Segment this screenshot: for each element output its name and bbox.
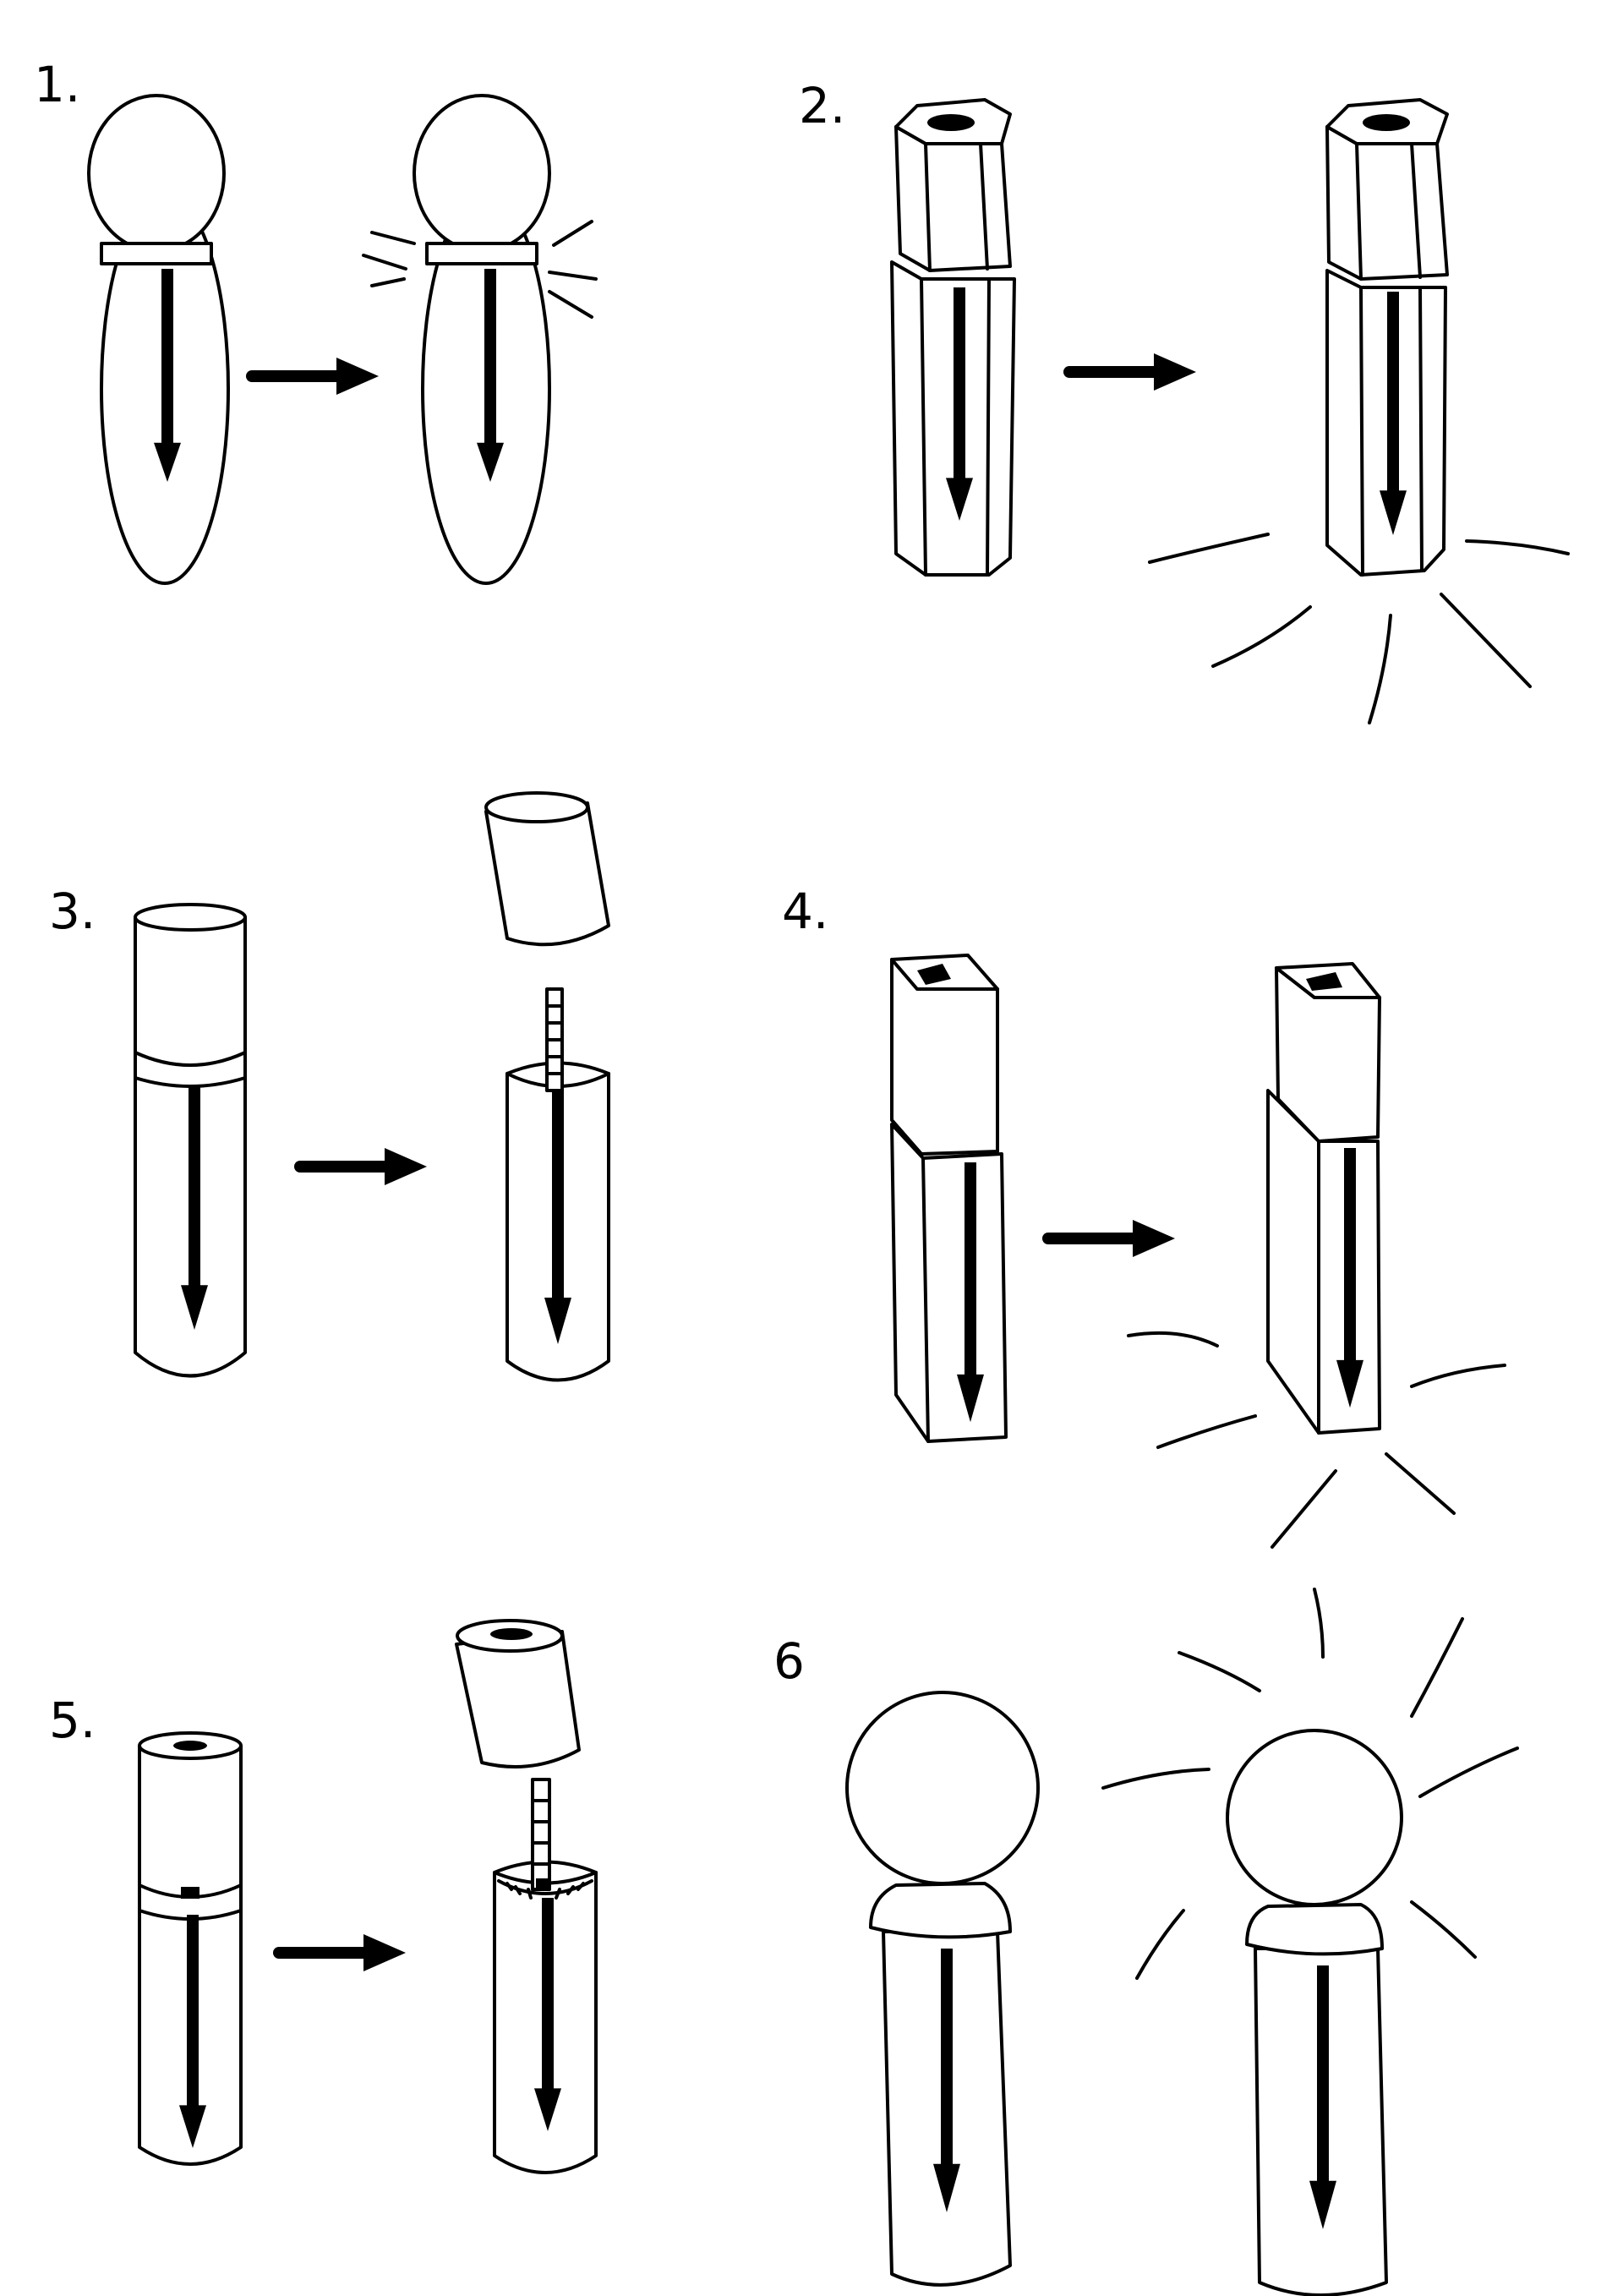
step-number: 1. [34,56,80,113]
step-4: 4. [782,883,1506,1549]
step-1: 1. [34,56,598,585]
cylinder-open [505,987,610,1382]
arrow-2 [1069,353,1196,391]
step-number: 3. [49,883,96,940]
capsule-after [362,94,598,585]
step-6: 6 [773,1588,1519,2296]
arrow-1 [252,358,379,395]
hex-tube-before [890,98,1016,577]
cylinder-open-ring [493,1778,598,2174]
capsule-before [87,94,230,585]
cylinder-capped-hollow [138,1731,243,2166]
step-3: 3. [49,791,610,1382]
arrow-4 [1048,1220,1175,1257]
step-number: 6 [773,1632,805,1690]
step-number: 2. [799,77,845,134]
arrow-5 [279,1934,406,1971]
cap-removed [484,791,610,947]
step-number: 5. [49,1692,96,1749]
ball-cylinder-before [845,1691,1040,2287]
ball-cylinder-after [1101,1588,1519,2296]
hollow-cap-removed [455,1619,581,1768]
arrow-3 [300,1148,427,1185]
hex-tube-after [1148,98,1570,724]
cylinder-capped [134,903,247,1378]
step-number: 4. [782,883,828,940]
square-tube-after [1127,962,1506,1549]
square-tube-before [890,954,1008,1443]
step-5: 5. [49,1619,598,2174]
step-2: 2. [799,77,1570,724]
